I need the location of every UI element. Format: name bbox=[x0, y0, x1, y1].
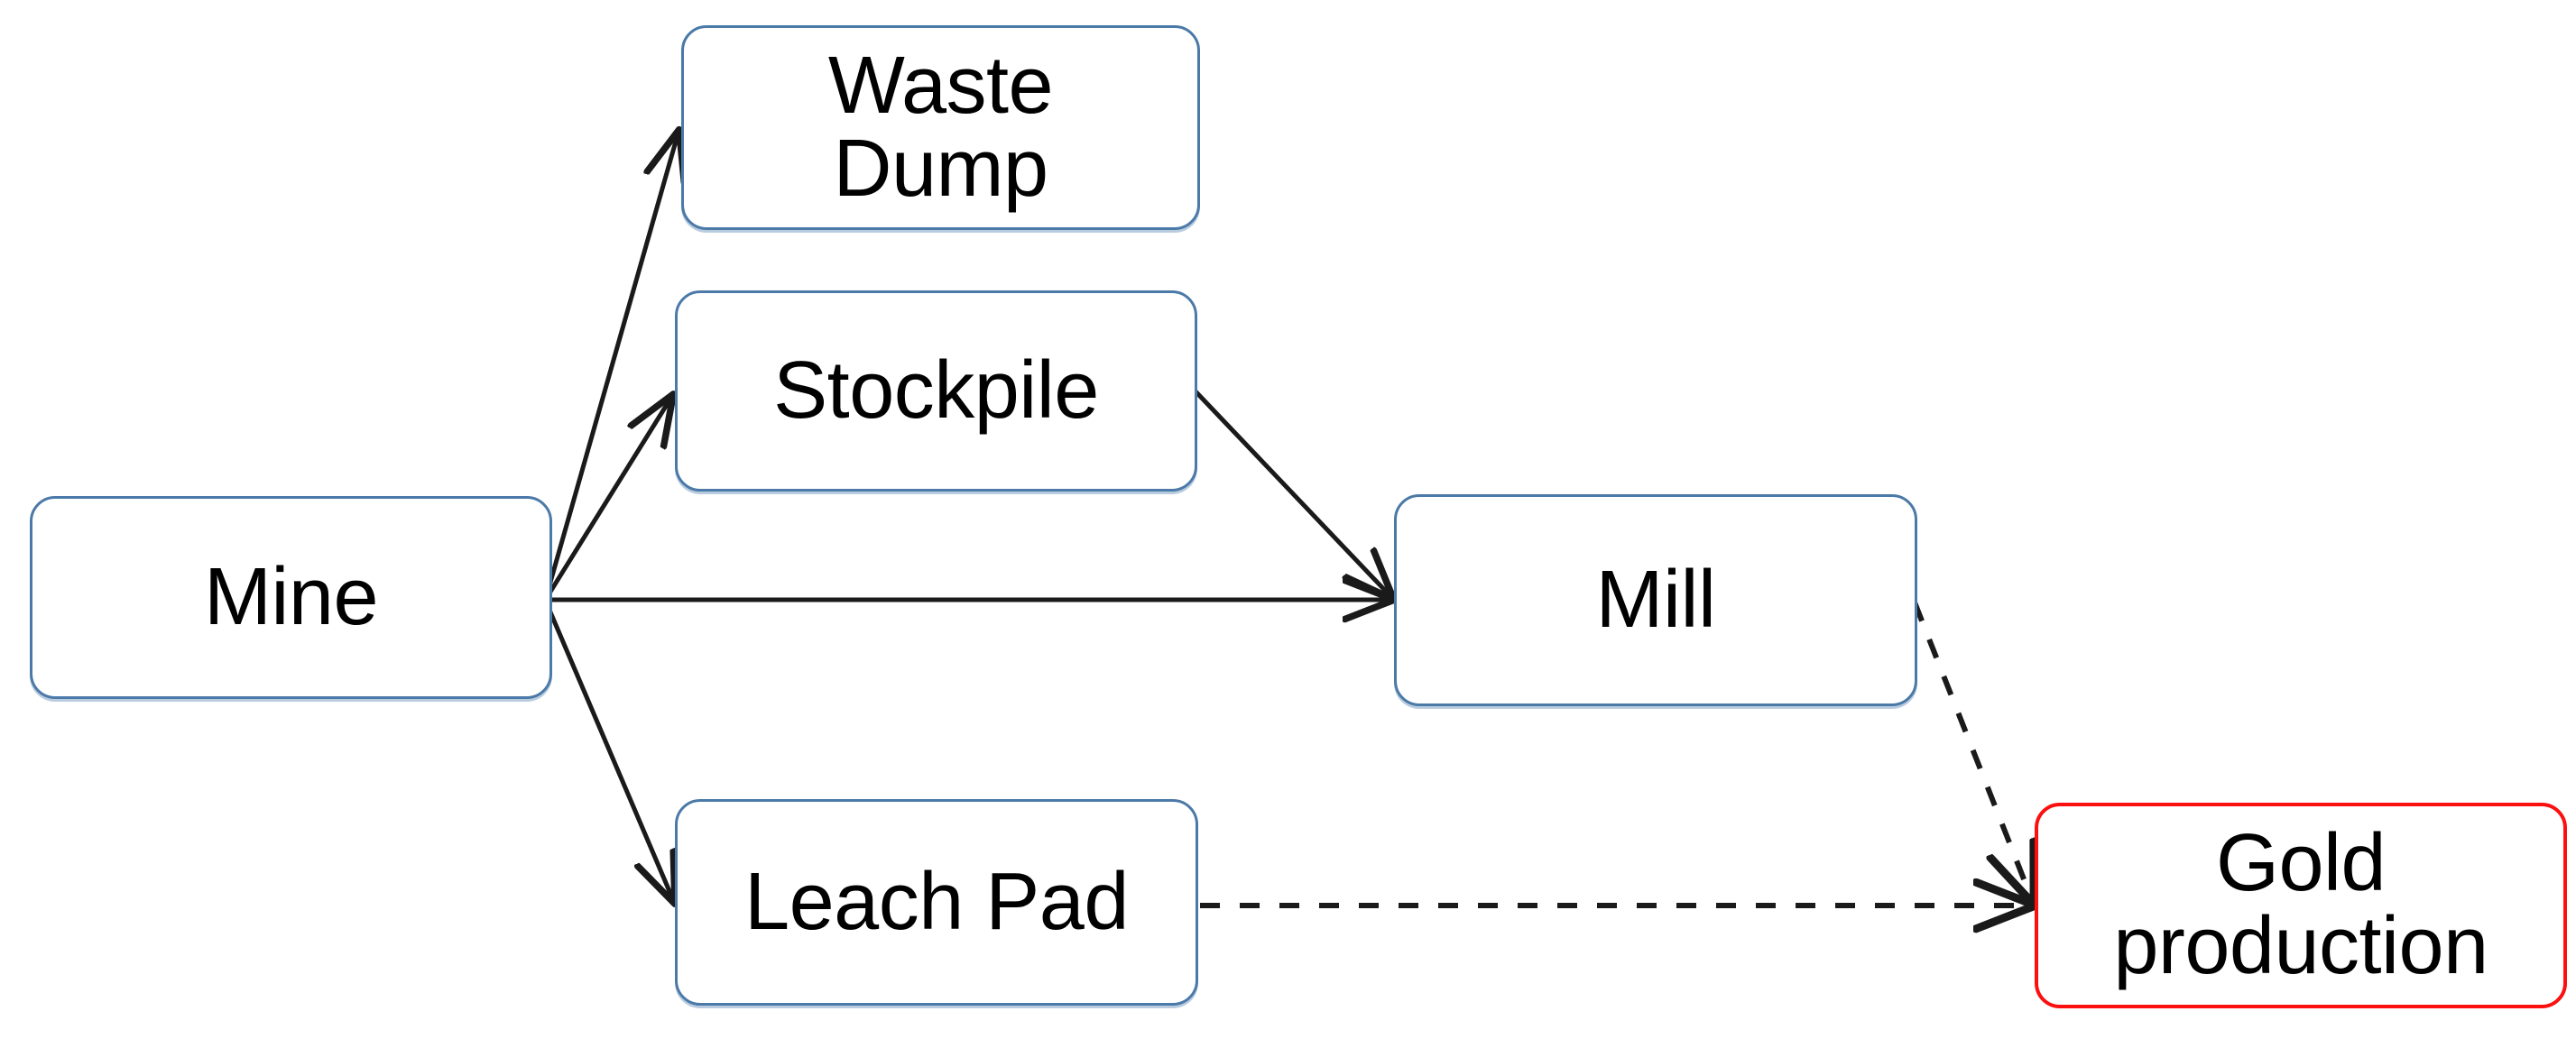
node-mill[interactable]: Mill bbox=[1394, 494, 1917, 706]
edge-stockpile-to-mill bbox=[1194, 390, 1392, 598]
node-stockpile[interactable]: Stockpile bbox=[675, 290, 1197, 492]
edge-mine-to-stockpile bbox=[543, 396, 672, 601]
node-waste-dump[interactable]: Waste Dump bbox=[681, 25, 1200, 230]
node-leach-pad-label: Leach Pad bbox=[744, 856, 1129, 947]
node-waste-dump-label: Waste Dump bbox=[827, 40, 1054, 214]
node-mill-label: Mill bbox=[1595, 554, 1716, 645]
node-gold-production[interactable]: Gold production bbox=[2035, 803, 2567, 1008]
edge-mine-to-leach-pad bbox=[543, 601, 674, 902]
node-gold-production-label: Gold production bbox=[2113, 818, 2488, 991]
edge-mine-to-waste-dump bbox=[543, 132, 679, 599]
node-leach-pad[interactable]: Leach Pad bbox=[675, 799, 1198, 1006]
edge-mill-to-gold-production bbox=[1912, 601, 2033, 902]
node-mine[interactable]: Mine bbox=[30, 496, 552, 699]
node-mine-label: Mine bbox=[203, 551, 379, 642]
node-stockpile-label: Stockpile bbox=[773, 345, 1099, 436]
